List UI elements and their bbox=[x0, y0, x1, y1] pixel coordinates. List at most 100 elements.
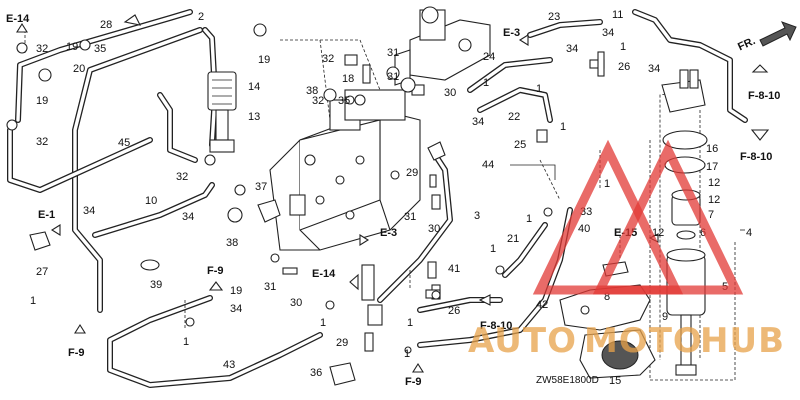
part-label-24[interactable]: 24 bbox=[483, 51, 495, 63]
part-label-34c[interactable]: 34 bbox=[230, 303, 242, 315]
part-label-45[interactable]: 45 bbox=[118, 137, 130, 149]
part-label-13[interactable]: 13 bbox=[248, 111, 260, 123]
part-label-19[interactable]: 19 bbox=[66, 41, 78, 53]
part-label-1b[interactable]: 1 bbox=[320, 317, 326, 329]
watermark-text-moto: MOTO bbox=[584, 321, 703, 361]
ref-f9-bottom[interactable]: F-9 bbox=[405, 376, 422, 388]
ref-f9-mid[interactable]: F-9 bbox=[207, 265, 224, 277]
part-label-44[interactable]: 44 bbox=[482, 159, 494, 171]
part-label-3[interactable]: 3 bbox=[474, 210, 480, 222]
part-label-10[interactable]: 10 bbox=[145, 195, 157, 207]
part-label-1l[interactable]: 1 bbox=[30, 295, 36, 307]
part-label-37[interactable]: 37 bbox=[255, 181, 267, 193]
part-label-1e[interactable]: 1 bbox=[483, 77, 489, 89]
ref-f810-bottom[interactable]: F-8-10 bbox=[480, 320, 512, 332]
part-label-31b[interactable]: 31 bbox=[387, 71, 399, 83]
part-label-35b[interactable]: 35 bbox=[338, 95, 350, 107]
reference-arrows bbox=[16, 22, 770, 373]
part-label-27[interactable]: 27 bbox=[36, 266, 48, 278]
part-label-38b[interactable]: 38 bbox=[226, 237, 238, 249]
part-label-31c[interactable]: 31 bbox=[264, 281, 276, 293]
part-label-36[interactable]: 36 bbox=[310, 367, 322, 379]
part-label-17[interactable]: 17 bbox=[706, 161, 718, 173]
part-label-1d[interactable]: 1 bbox=[404, 348, 410, 360]
part-label-4[interactable]: 4 bbox=[746, 227, 752, 239]
part-label-29b[interactable]: 29 bbox=[406, 167, 418, 179]
part-label-14[interactable]: 14 bbox=[248, 81, 260, 93]
part-label-7[interactable]: 7 bbox=[708, 209, 714, 221]
part-label-35[interactable]: 35 bbox=[94, 43, 106, 55]
watermark-text-hub: HUB bbox=[700, 321, 785, 361]
part-label-30b[interactable]: 30 bbox=[290, 297, 302, 309]
part-label-32[interactable]: 32 bbox=[36, 43, 48, 55]
part-label-1k[interactable]: 1 bbox=[490, 243, 496, 255]
part-label-16[interactable]: 16 bbox=[706, 143, 718, 155]
part-label-43[interactable]: 43 bbox=[223, 359, 235, 371]
ref-e1[interactable]: E-1 bbox=[38, 209, 55, 221]
ref-e14-top[interactable]: E-14 bbox=[6, 13, 30, 25]
front-direction-arrow: FR. bbox=[736, 21, 797, 53]
part-label-34g[interactable]: 34 bbox=[648, 63, 660, 75]
ref-e3-mid[interactable]: E-3 bbox=[380, 227, 397, 239]
part-label-21[interactable]: 21 bbox=[507, 233, 519, 245]
part-label-1i[interactable]: 1 bbox=[604, 178, 610, 190]
part-label-1[interactable]: 1 bbox=[183, 336, 189, 348]
part-label-30c[interactable]: 30 bbox=[428, 223, 440, 235]
part-label-38[interactable]: 38 bbox=[306, 85, 318, 97]
part-label-1f[interactable]: 1 bbox=[536, 83, 542, 95]
part-label-28[interactable]: 28 bbox=[100, 19, 112, 31]
part-label-32d[interactable]: 32 bbox=[322, 53, 334, 65]
part-label-31[interactable]: 31 bbox=[387, 47, 399, 59]
part-label-2[interactable]: 2 bbox=[198, 11, 204, 23]
part-label-34d[interactable]: 34 bbox=[472, 116, 484, 128]
ref-e3-top[interactable]: E-3 bbox=[503, 27, 520, 39]
part-label-32c[interactable]: 32 bbox=[176, 171, 188, 183]
part-label-6[interactable]: 6 bbox=[700, 227, 706, 239]
part-label-12c[interactable]: 12 bbox=[652, 227, 664, 239]
ref-e14-mid[interactable]: E-14 bbox=[312, 268, 336, 280]
part-label-34f[interactable]: 34 bbox=[602, 27, 614, 39]
part-label-11[interactable]: 11 bbox=[612, 9, 623, 21]
part-label-34[interactable]: 34 bbox=[83, 205, 95, 217]
part-label-9[interactable]: 9 bbox=[662, 311, 668, 323]
part-label-26[interactable]: 26 bbox=[448, 305, 460, 317]
fuel-pump-top bbox=[394, 6, 491, 86]
part-label-19c[interactable]: 19 bbox=[258, 54, 270, 66]
part-label-31d[interactable]: 31 bbox=[404, 211, 416, 223]
part-label-40[interactable]: 40 bbox=[578, 223, 590, 235]
part-label-18[interactable]: 18 bbox=[342, 73, 354, 85]
ref-f810-right[interactable]: F-8-10 bbox=[740, 151, 772, 163]
part-label-42[interactable]: 42 bbox=[536, 299, 548, 311]
part-label-39[interactable]: 39 bbox=[150, 279, 162, 291]
part-number-labels: 2 32 19 35 28 20 19 32 45 19 14 13 32 32… bbox=[30, 9, 752, 387]
part-label-8[interactable]: 8 bbox=[604, 291, 610, 303]
part-label-30[interactable]: 30 bbox=[444, 87, 456, 99]
part-label-34b[interactable]: 34 bbox=[182, 211, 194, 223]
part-label-1h[interactable]: 1 bbox=[620, 41, 626, 53]
part-label-1j[interactable]: 1 bbox=[526, 213, 532, 225]
part-label-19b[interactable]: 19 bbox=[36, 95, 48, 107]
part-label-26b[interactable]: 26 bbox=[618, 61, 630, 73]
part-label-15[interactable]: 15 bbox=[609, 375, 621, 387]
part-label-22[interactable]: 22 bbox=[508, 111, 520, 123]
part-label-1c[interactable]: 1 bbox=[407, 317, 413, 329]
watermark-triangle-right bbox=[592, 139, 744, 295]
part-label-41[interactable]: 41 bbox=[448, 263, 460, 275]
part-label-1g[interactable]: 1 bbox=[560, 121, 566, 133]
part-label-34e[interactable]: 34 bbox=[566, 43, 578, 55]
part-label-12b[interactable]: 12 bbox=[708, 194, 720, 206]
fuel-filter bbox=[207, 71, 237, 153]
part-label-29[interactable]: 29 bbox=[336, 337, 348, 349]
ref-f810-top[interactable]: F-8-10 bbox=[748, 90, 780, 102]
part-label-25[interactable]: 25 bbox=[514, 139, 526, 151]
part-label-23[interactable]: 23 bbox=[548, 11, 560, 23]
part-label-12[interactable]: 12 bbox=[708, 177, 720, 189]
watermark: AUTO MOTO HUB bbox=[468, 139, 785, 361]
part-label-32e[interactable]: 32 bbox=[312, 95, 324, 107]
part-label-19d[interactable]: 19 bbox=[230, 285, 242, 297]
part-label-20[interactable]: 20 bbox=[73, 63, 85, 75]
ref-f9-left[interactable]: F-9 bbox=[68, 347, 85, 359]
part-label-32b[interactable]: 32 bbox=[36, 136, 48, 148]
